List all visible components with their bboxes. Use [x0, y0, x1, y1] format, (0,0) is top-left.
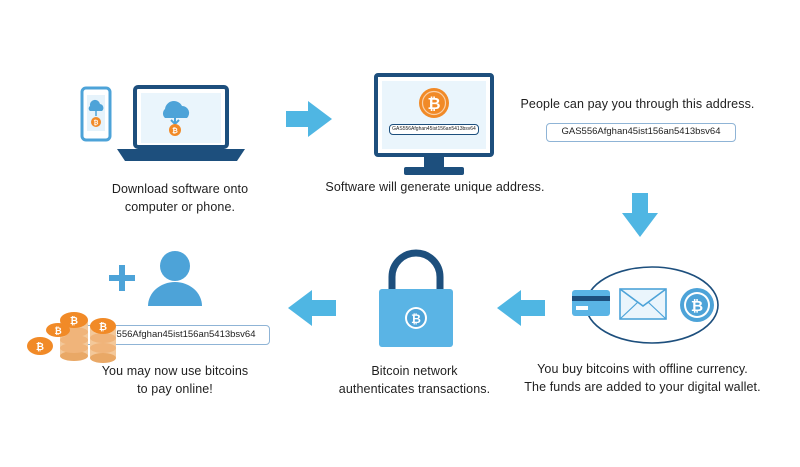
address-field[interactable]: GAS556Afghan45ist156an5413bsv64 [546, 123, 736, 142]
screen-address-field: GAS556Afghan45ist156an5413bsv64 [389, 124, 479, 135]
svg-text:₿: ₿ [94, 120, 99, 127]
padlock-icon: ₿ [379, 249, 453, 347]
arrow-left-icon [497, 290, 545, 326]
step4-caption: You buy bitcoins with offline currency. … [524, 362, 761, 394]
arrow-right-icon [286, 101, 332, 137]
credit-card-icon [572, 290, 610, 316]
step3-caption: People can pay you through this address. [520, 97, 755, 111]
svg-text:₿: ₿ [427, 95, 440, 113]
svg-text:₿: ₿ [99, 321, 107, 333]
user-icon [148, 251, 202, 306]
step5-caption: Bitcoin network authenticates transactio… [338, 364, 491, 396]
arrow-down-icon [622, 193, 658, 237]
svg-text:₿: ₿ [411, 312, 421, 326]
svg-text:₿: ₿ [70, 315, 78, 327]
envelope-icon [619, 288, 667, 320]
step1-caption: Download software onto computer or phone… [111, 182, 249, 214]
bitcoin-coins-stack-icon: ₿ ₿ ₿ ₿ [27, 312, 116, 363]
arrow-left-icon [288, 290, 336, 326]
svg-text:₿: ₿ [172, 127, 178, 135]
svg-text:₿: ₿ [691, 298, 703, 315]
plus-icon [109, 265, 135, 291]
step6-caption: You may now use bitcoins to pay online! [101, 364, 249, 396]
svg-text:₿: ₿ [36, 341, 44, 353]
monitor-icon: ₿ [374, 73, 494, 175]
bitcoin-coin-icon: ₿ [680, 288, 714, 322]
phone-icon: ₿ [80, 86, 112, 142]
laptop-icon: ₿ [117, 85, 245, 161]
svg-text:₿: ₿ [54, 326, 61, 336]
step2-caption: Software will generate unique address. [325, 180, 545, 194]
